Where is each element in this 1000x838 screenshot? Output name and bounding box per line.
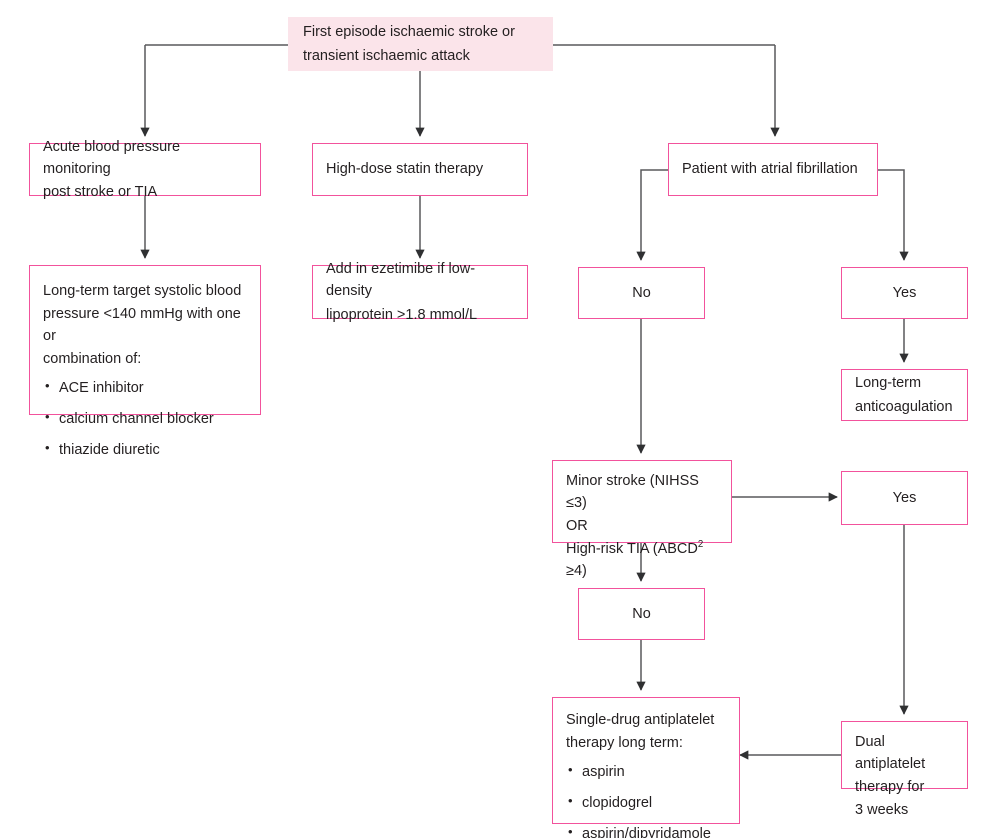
node-bp-target[interactable]: Long-term target systolic blood pressure…	[29, 265, 261, 458]
node-bp-monitoring-line2: post stroke or TIA	[43, 184, 158, 201]
node-statin-line1: High-dose statin therapy	[326, 161, 484, 178]
node-minor-stroke-line2: OR	[566, 518, 588, 535]
node-af-yes[interactable]: Yes	[841, 267, 968, 319]
node-root-line1: First episode ischaemic stroke or	[303, 24, 515, 41]
list-item: thiazide diuretic	[43, 438, 247, 461]
node-bp-target-line1: Long-term target systolic blood	[43, 283, 242, 299]
edge-af-to-yes	[878, 169, 909, 261]
node-atrial-fibrillation-line1: Patient with atrial fibrillation	[682, 161, 858, 178]
node-single-antiplatelet-line1: Single-drug antiplatelet	[566, 712, 715, 728]
node-bp-monitoring[interactable]: Acute blood pressure monitoring post str…	[29, 139, 261, 200]
node-minor-stroke-line1: Minor stroke (NIHSS ≤3)	[566, 473, 699, 512]
list-item: clopidogrel	[566, 791, 726, 814]
node-anticoagulation-line1: Long-term	[855, 375, 922, 392]
node-dual-antiplatelet-line3: 3 weeks	[855, 802, 909, 819]
node-af-no-label: No	[632, 284, 651, 301]
node-single-antiplatelet-bullet-list: aspirin clopidogrel aspirin/dipyridamole	[566, 760, 726, 838]
node-dual-antiplatelet-line1: Dual antiplatelet	[855, 734, 926, 773]
list-item: aspirin	[566, 760, 726, 783]
node-ezetimibe-line2: lipoprotein >1.8 mmol/L	[326, 306, 478, 323]
node-minor-no[interactable]: No	[578, 588, 705, 640]
node-root-line2: transient ischaemic attack	[303, 47, 470, 64]
node-af-no[interactable]: No	[578, 267, 705, 319]
node-atrial-fibrillation[interactable]: Patient with atrial fibrillation	[668, 143, 878, 196]
node-bp-target-line2: pressure <140 mmHg with one or	[43, 306, 241, 345]
node-minor-stroke-line3-b: ≥4)	[566, 563, 587, 580]
node-minor-no-label: No	[632, 605, 651, 622]
node-minor-stroke[interactable]: Minor stroke (NIHSS ≤3) OR High-risk TIA…	[552, 460, 732, 579]
node-ezetimibe[interactable]: Add in ezetimibe if low-density lipoprot…	[312, 261, 528, 323]
node-root[interactable]: First episode ischaemic stroke or transi…	[288, 17, 553, 71]
node-minor-yes-label: Yes	[892, 489, 917, 506]
edge-af-to-no	[636, 169, 668, 261]
node-dual-antiplatelet[interactable]: Dual antiplatelet therapy for 3 weeks	[841, 721, 968, 818]
node-bp-target-line3: combination of:	[43, 351, 142, 368]
node-dual-antiplatelet-line2: therapy for	[855, 779, 925, 796]
node-minor-stroke-line3: High-risk TIA (ABCD2 ≥4)	[566, 538, 718, 582]
node-bp-monitoring-line1: Acute blood pressure monitoring	[43, 138, 181, 177]
list-item: ACE inhibitor	[43, 376, 247, 399]
node-ezetimibe-line1: Add in ezetimibe if low-density	[326, 261, 476, 300]
node-statin[interactable]: High-dose statin therapy	[312, 143, 528, 196]
node-single-antiplatelet[interactable]: Single-drug antiplatelet therapy long te…	[552, 697, 740, 838]
node-bp-target-bullet-list: ACE inhibitor calcium channel blocker th…	[43, 376, 247, 461]
node-anticoagulation[interactable]: Long-term anticoagulation	[841, 369, 968, 421]
node-single-antiplatelet-line2: therapy long term:	[566, 735, 683, 752]
node-minor-stroke-line3-a: High-risk TIA (ABCD	[566, 541, 698, 558]
node-minor-yes[interactable]: Yes	[841, 471, 968, 525]
list-item: calcium channel blocker	[43, 407, 247, 430]
list-item: aspirin/dipyridamole	[566, 822, 726, 838]
node-af-yes-label: Yes	[892, 284, 917, 301]
node-anticoagulation-line2: anticoagulation	[855, 398, 953, 415]
node-minor-stroke-superscript: 2	[697, 539, 704, 551]
